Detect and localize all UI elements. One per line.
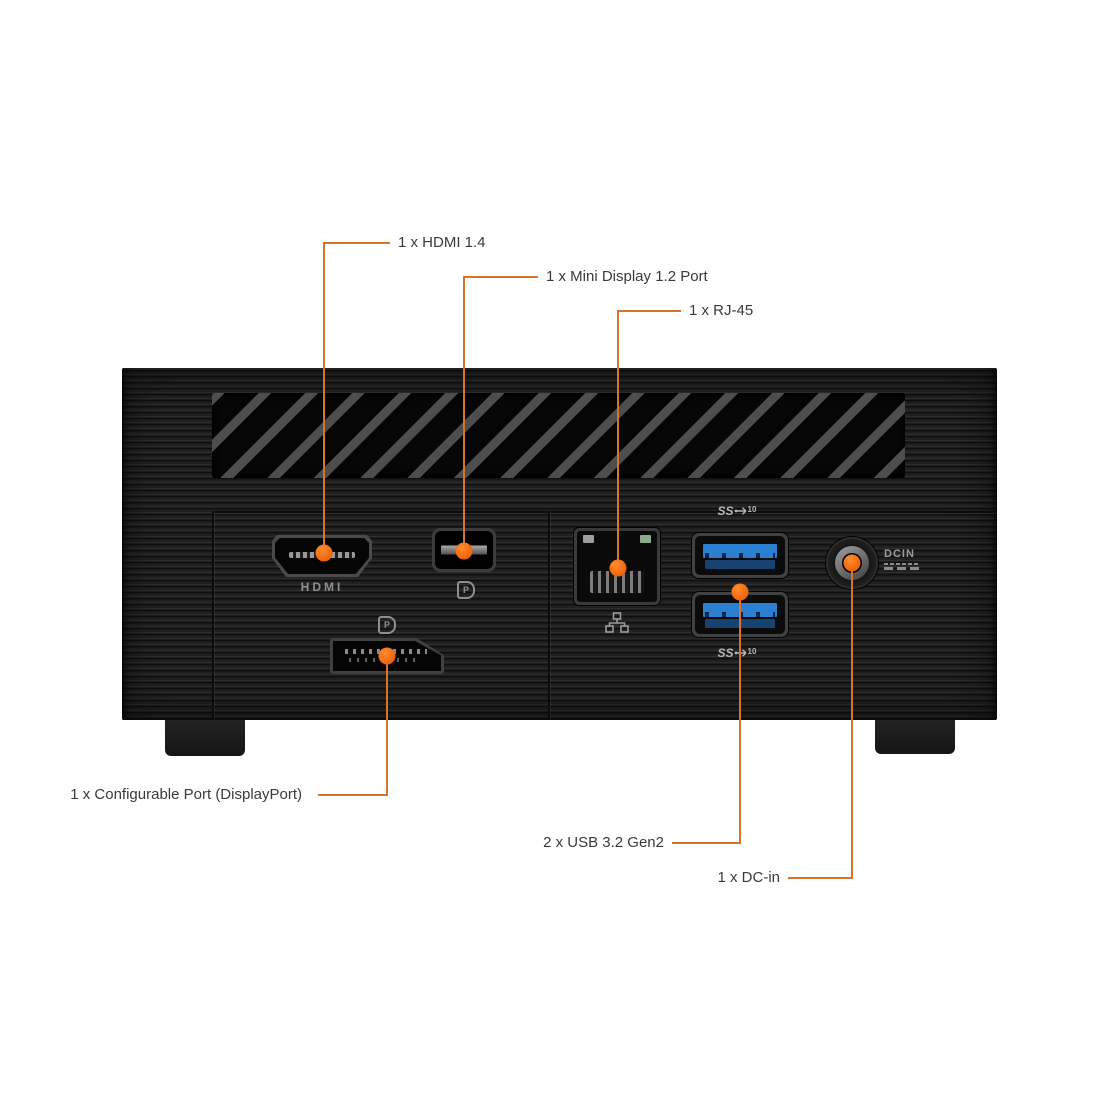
callout-label-usb: 2 x USB 3.2 Gen2 bbox=[543, 834, 664, 851]
callout-line-displayport-vertical bbox=[386, 656, 388, 796]
displayport-logo-icon: P bbox=[457, 581, 475, 599]
usb-superspeed10-badge: SS 10 bbox=[702, 504, 772, 518]
callout-line-dcin-vertical bbox=[851, 563, 853, 879]
rj45-pins bbox=[590, 571, 644, 593]
ss-sup: 10 bbox=[747, 504, 757, 514]
callout-label-rj45: 1 x RJ-45 bbox=[689, 302, 754, 319]
callout-line-rj45-horizontal bbox=[617, 310, 681, 312]
dc-polarity-dots bbox=[884, 563, 920, 565]
usb-pin-notches bbox=[705, 553, 775, 558]
callout-line-dcin-horizontal bbox=[788, 877, 853, 879]
dc-in-marking: DCIN bbox=[884, 548, 928, 570]
usb-tongue bbox=[703, 544, 777, 558]
usb-superspeed10-badge: SS 10 bbox=[702, 646, 772, 660]
displayport-logo-icon: P bbox=[378, 616, 396, 634]
callout-line-hdmi-horizontal bbox=[323, 242, 390, 244]
rj45-led-right bbox=[640, 535, 651, 543]
callout-label-dcin: 1 x DC-in bbox=[717, 869, 780, 886]
callout-line-minidp-horizontal bbox=[463, 276, 538, 278]
callout-line-hdmi-vertical bbox=[323, 242, 325, 553]
vent-grille bbox=[212, 393, 905, 478]
callout-line-usb-vertical bbox=[739, 592, 741, 844]
callout-label-hdmi: 1 x HDMI 1.4 bbox=[398, 234, 486, 251]
ss-sup: 10 bbox=[747, 646, 757, 656]
ss-text: SS bbox=[717, 646, 734, 660]
vent-slats bbox=[212, 393, 905, 478]
dc-in-label: DCIN bbox=[884, 548, 915, 560]
callout-dot-dcin bbox=[843, 554, 861, 572]
callout-line-minidp-vertical bbox=[463, 276, 465, 551]
callout-line-displayport-horizontal bbox=[318, 794, 388, 796]
usb-tongue-shadow bbox=[705, 560, 775, 569]
ethernet-icon bbox=[605, 612, 629, 633]
chassis-foot-right bbox=[875, 720, 955, 754]
dc-polarity-dashes bbox=[884, 567, 920, 570]
callout-dot-rj45 bbox=[609, 559, 627, 577]
hdmi-caption: HDMI bbox=[300, 580, 344, 594]
callout-line-usb-horizontal bbox=[672, 842, 741, 844]
usb-port-top bbox=[692, 533, 788, 578]
callout-dot-hdmi bbox=[315, 544, 333, 562]
usb-port-top-recess bbox=[695, 536, 785, 575]
callout-label-displayport: 1 x Configurable Port (DisplayPort) bbox=[70, 786, 302, 803]
chassis-foot-left bbox=[165, 720, 245, 756]
callout-label-minidp: 1 x Mini Display 1.2 Port bbox=[546, 268, 708, 285]
rj45-led-left bbox=[583, 535, 594, 543]
mini-pc-chassis: HDMI P SS bbox=[122, 368, 997, 720]
panel-seam-vertical-mid bbox=[548, 511, 550, 720]
panel-seam-horizontal bbox=[212, 511, 997, 513]
callout-line-rj45-vertical bbox=[617, 310, 619, 568]
usb-trident-icon bbox=[734, 507, 747, 515]
callout-dot-minidp bbox=[455, 542, 473, 560]
callout-dot-usb bbox=[731, 583, 749, 601]
ss-text: SS bbox=[717, 504, 734, 518]
usb-trident-icon bbox=[734, 649, 747, 657]
callout-dot-displayport bbox=[378, 647, 396, 665]
panel-seam-vertical-left bbox=[212, 511, 214, 720]
